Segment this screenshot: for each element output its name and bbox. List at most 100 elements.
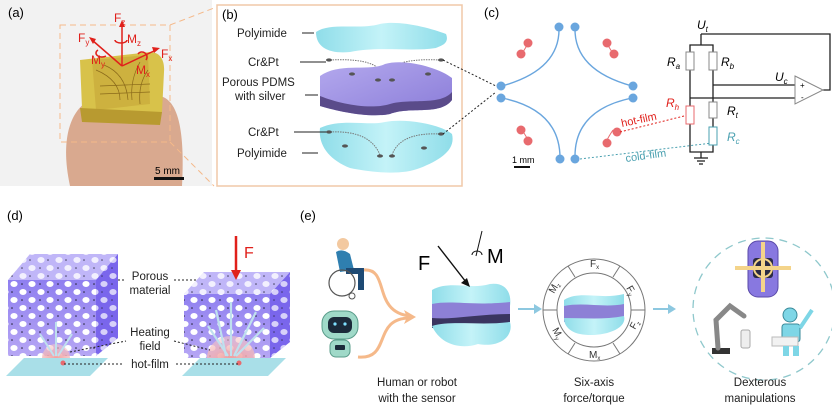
hot-film-heaters xyxy=(516,38,622,148)
panel-d: (d) F Porou xyxy=(6,208,290,376)
layer-label-crpt-bottom: Cr&Pt xyxy=(248,127,279,139)
caption-six-axis-line2: force/torque xyxy=(563,393,624,405)
ring-label-fy: Fy xyxy=(623,284,638,298)
moment-rotation-icon xyxy=(471,250,483,256)
car-icon xyxy=(735,240,791,298)
caption-human-robot-line2: with the sensor xyxy=(377,393,456,405)
label-rt: Rt xyxy=(727,104,739,120)
hot-film-label: hot-film xyxy=(620,111,658,130)
cold-film-label: cold-film xyxy=(625,147,667,165)
ring-label-mz: Mz xyxy=(547,280,563,296)
crpt-bottom-traces xyxy=(329,131,441,156)
panel-b-label: (b) xyxy=(222,7,238,22)
label-ra: Ra xyxy=(667,55,681,71)
moment-axis xyxy=(475,230,483,257)
flow-arrow-1-head xyxy=(534,304,542,314)
label-uc: Uc xyxy=(775,70,788,86)
scale-bar-a xyxy=(154,177,184,180)
op-amp xyxy=(794,75,825,105)
porous-cube-uncompressed xyxy=(8,254,118,356)
scale-bar-c xyxy=(514,166,530,168)
layer-label-porous-pdms: Porous PDMS xyxy=(222,77,295,89)
label-fx: Fx xyxy=(161,47,172,63)
humanoid-robot-icon xyxy=(771,307,814,356)
moment-label-e: M xyxy=(487,246,504,268)
bridge-circuit xyxy=(689,33,831,165)
d-leader-lines xyxy=(64,279,238,365)
label-material: material xyxy=(130,285,171,297)
label-field: field xyxy=(139,341,160,353)
leader-lines xyxy=(294,32,326,154)
ring-label-fz: Fz xyxy=(628,318,643,332)
hot-film-dot-2 xyxy=(236,360,242,366)
layer-label-crpt-top: Cr&Pt xyxy=(248,57,279,69)
force-arrow-e xyxy=(437,245,467,283)
layer-label-with-silver: with silver xyxy=(234,91,286,103)
label-rb: Rb xyxy=(721,55,735,71)
polyimide-bottom-layer xyxy=(319,120,453,173)
force-label-e: F xyxy=(418,253,430,275)
input-flow-arrows xyxy=(357,268,411,359)
force-label-d: F xyxy=(244,245,254,262)
scale-bar-label-a: 5 mm xyxy=(155,166,180,177)
hot-film-base-2 xyxy=(182,358,286,376)
panel-a-label: (a) xyxy=(8,5,24,20)
zoom-connector-bottom xyxy=(169,141,215,187)
zoom-connector-top xyxy=(169,7,215,26)
panel-e-label: (e) xyxy=(300,208,316,223)
caption-six-axis-line1: Six-axis xyxy=(574,377,615,389)
polyimide-top-layer xyxy=(316,22,447,53)
caption-human-robot-line1: Human or robot xyxy=(377,377,458,389)
op-amp-minus: - xyxy=(801,93,804,102)
heat-flow-arrows-1 xyxy=(39,322,73,357)
panel-b: (b) Polyimide Cr&Pt Porous PDMS with sil… xyxy=(216,4,497,187)
resistors xyxy=(685,51,718,146)
porous-pdms-edge xyxy=(320,92,452,116)
label-heating: Heating xyxy=(130,327,170,339)
panel-a: (a) xyxy=(0,0,215,187)
input-flow-arrow-head xyxy=(404,310,416,324)
zoom-box xyxy=(59,24,171,143)
force-arrow-head-e xyxy=(461,278,470,287)
sensor-chip-photo xyxy=(80,52,165,125)
heat-flow-arrows-2 xyxy=(207,302,265,357)
label-fy: Fy xyxy=(78,31,89,47)
cold-film-traces xyxy=(501,27,633,159)
crpt-top-traces xyxy=(329,59,441,71)
panel-e: (e) F xyxy=(300,208,832,405)
connector-to-panel-c xyxy=(442,59,497,135)
label-mx: Mx xyxy=(136,63,150,79)
robot-arm-icon xyxy=(712,302,751,354)
panel-d-label: (d) xyxy=(7,208,23,223)
force-arrow-head-d xyxy=(231,270,241,280)
label-rh: Rh xyxy=(666,96,680,112)
cold-film-pads xyxy=(496,22,638,164)
label-mz: Mz xyxy=(127,32,141,48)
panel-c-label: (c) xyxy=(484,5,499,20)
caption-dexterous-line2: manipulations xyxy=(725,393,796,405)
robot-icon xyxy=(321,310,359,358)
label-rc: Rc xyxy=(727,130,740,146)
sensor-stack-e xyxy=(432,283,511,347)
human-wheelchair-icon xyxy=(328,238,364,300)
label-my: My xyxy=(91,53,105,69)
op-amp-plus: + xyxy=(800,81,805,90)
panel-b-frame xyxy=(216,4,463,187)
label-ut: Ut xyxy=(697,18,709,34)
caption-dexterous-line1: Dexterous xyxy=(734,377,787,389)
label-hot-film: hot-film xyxy=(131,359,169,371)
scale-bar-label-c: 1 mm xyxy=(512,155,535,165)
hot-film-dot-1 xyxy=(60,360,66,366)
arrow-heads xyxy=(89,20,160,53)
ring-label-fx: Fx xyxy=(590,259,599,271)
layer-label-polyimide-bottom: Polyimide xyxy=(237,148,287,160)
hot-film-base-1 xyxy=(6,358,108,376)
flow-arrow-2-head xyxy=(668,304,676,314)
layer-label-polyimide-top: Polyimide xyxy=(237,28,287,40)
label-fz: Fz xyxy=(114,11,125,27)
axis-arrows xyxy=(91,24,157,67)
ring-label-mx: Mx xyxy=(589,350,600,362)
six-axis-ring xyxy=(542,258,646,362)
panel-c: (c) 1 mm hot-film xyxy=(484,5,831,168)
